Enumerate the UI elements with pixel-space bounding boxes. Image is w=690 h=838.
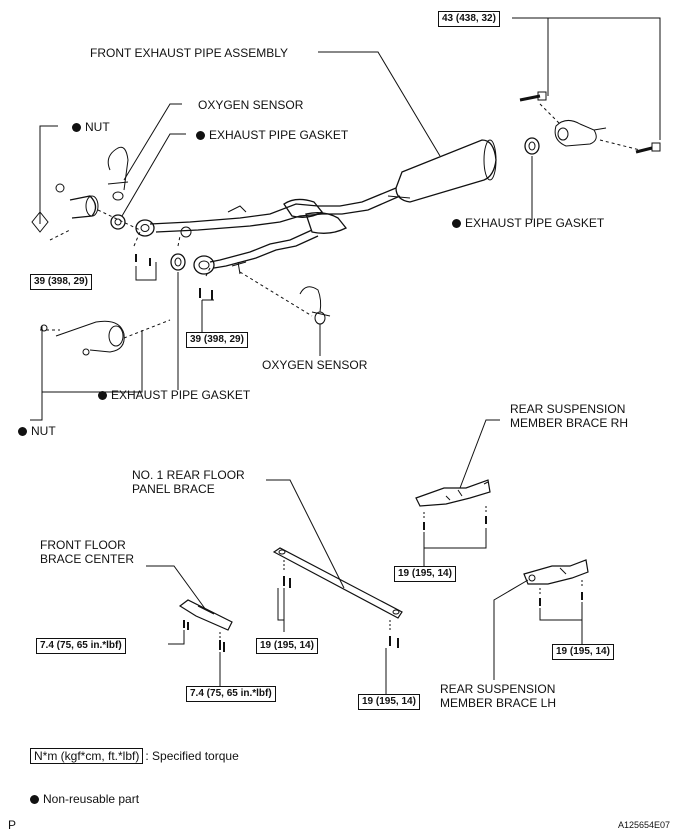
label-oxygen-sensor-lower: OXYGEN SENSOR [262, 358, 368, 372]
nut-lower-text: NUT [31, 424, 56, 438]
nonreusable-dot-icon [98, 391, 107, 400]
nut-upper-text: NUT [85, 120, 110, 134]
label-gasket-right: EXHAUST PIPE GASKET [452, 216, 604, 230]
gasket-left-upper-text: EXHAUST PIPE GASKET [209, 128, 349, 142]
gasket-left-lower-text: EXHAUST PIPE GASKET [111, 388, 251, 402]
lower-left-parts [30, 226, 192, 421]
reference-code: A125654E07 [618, 820, 671, 830]
torque-box-floor-19-left: 19 (195, 14) [256, 638, 318, 654]
nonreusable-dot-icon [72, 123, 81, 132]
leader-gasket-left-upper [121, 133, 186, 217]
leader-oxygen-upper [123, 103, 182, 181]
nonreusable-dot-icon [452, 219, 461, 228]
leader-front-pipe [318, 51, 441, 157]
page-mark: P [8, 818, 17, 832]
center-bolts [199, 267, 214, 332]
legend-torque: N*m (kgf*cm, ft.*lbf): Specified torque [30, 748, 239, 764]
torque-box-front-7-4-a: 7.4 (75, 65 in.*lbf) [36, 638, 126, 654]
oxygen-sensor-lower [239, 271, 331, 356]
label-front-floor-brace-center: FRONT FLOOR BRACE CENTER [40, 538, 135, 566]
legend-nonreusable-text: Non-reusable part [43, 792, 140, 806]
legend-nonreusable: Non-reusable part [30, 792, 139, 806]
gasket-right-text: EXHAUST PIPE GASKET [465, 216, 605, 230]
top-right-bolts [512, 17, 661, 155]
nonreusable-dot-icon [18, 427, 27, 436]
label-gasket-left-lower: EXHAUST PIPE GASKET [98, 388, 250, 402]
legend-torque-desc: : Specified torque [145, 749, 239, 763]
label-rear-suspension-lh: REAR SUSPENSION MEMBER BRACE LH [440, 682, 557, 710]
torque-box-top-right: 43 (438, 32) [438, 11, 500, 27]
label-gasket-left-upper: EXHAUST PIPE GASKET [196, 128, 348, 142]
label-nut-lower: NUT [18, 424, 56, 438]
label-rear-suspension-rh: REAR SUSPENSION MEMBER BRACE RH [510, 402, 629, 430]
label-front-exhaust-pipe-assembly: FRONT EXHAUST PIPE ASSEMBLY [90, 46, 289, 60]
label-oxygen-sensor-upper: OXYGEN SENSOR [198, 98, 304, 112]
torque-box-lh-19: 19 (195, 14) [552, 644, 614, 660]
legend-torque-box: N*m (kgf*cm, ft.*lbf) [30, 748, 144, 764]
front-exhaust-pipe [135, 139, 497, 275]
upper-left-parts [31, 125, 157, 281]
label-no1-rear-floor-panel-brace: NO. 1 REAR FLOOR PANEL BRACE [132, 468, 245, 496]
no1-rear-floor-panel-brace [266, 479, 403, 694]
nonreusable-dot-icon [30, 795, 39, 804]
torque-box-left-39: 39 (398, 29) [30, 274, 92, 290]
label-nut-upper: NUT [72, 120, 110, 134]
torque-box-floor-19-bottom: 19 (195, 14) [358, 694, 420, 710]
rear-suspension-brace-rh [415, 419, 500, 566]
torque-box-front-7-4-b: 7.4 (75, 65 in.*lbf) [186, 686, 276, 702]
rear-suspension-brace-lh [493, 559, 589, 680]
torque-box-center-39: 39 (398, 29) [186, 332, 248, 348]
torque-box-rh-19: 19 (195, 14) [394, 566, 456, 582]
nonreusable-dot-icon [196, 131, 205, 140]
front-floor-brace-center [146, 565, 233, 686]
